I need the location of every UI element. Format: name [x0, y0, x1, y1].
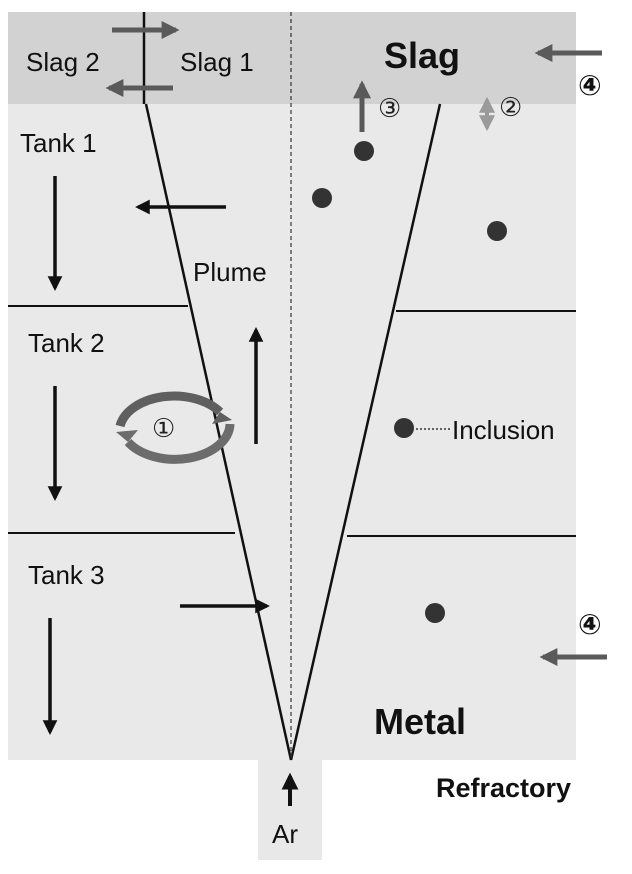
inclusion-dot [425, 603, 445, 623]
marker-4-top: ④ [578, 70, 602, 101]
slag2-label: Slag 2 [26, 47, 100, 77]
marker-1: ① [152, 413, 175, 443]
inclusion-dot [394, 418, 414, 438]
plume-right-boundary [289, 103, 442, 761]
recirculation-icon [115, 391, 235, 464]
inclusion-dot [312, 188, 332, 208]
plume-left-boundary [144, 103, 293, 761]
tank3-label: Tank 3 [28, 560, 105, 590]
plume-label: Plume [193, 257, 267, 287]
inclusion-dot [354, 141, 374, 161]
marker-4-bottom: ④ [578, 609, 602, 640]
slag1-label: Slag 1 [180, 47, 254, 77]
slag-region-label: Slag [384, 35, 460, 76]
marker-3: ③ [378, 93, 401, 123]
tank2-label: Tank 2 [28, 328, 105, 358]
inclusion-dot [487, 221, 507, 241]
slag-layer [8, 12, 576, 104]
inclusion-label: Inclusion [452, 415, 555, 445]
tank1-label: Tank 1 [20, 128, 97, 158]
metal-bath [8, 104, 576, 760]
refractory-label: Refractory [436, 773, 571, 803]
metal-region-label: Metal [374, 701, 466, 742]
marker-2: ② [499, 92, 522, 122]
argon-label: Ar [272, 819, 298, 849]
